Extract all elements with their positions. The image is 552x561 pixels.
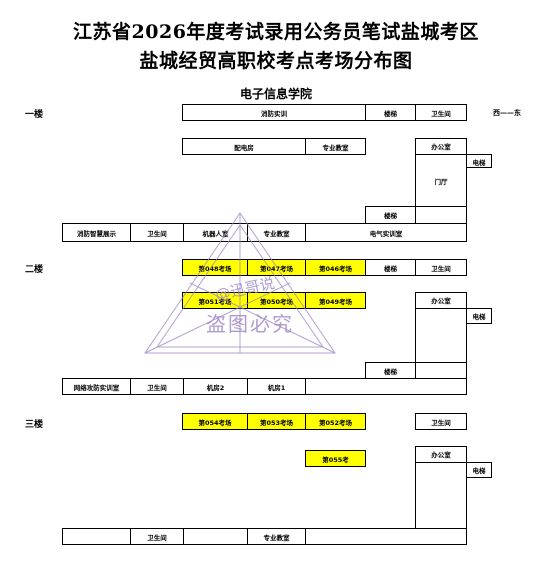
f2-lobby — [415, 308, 467, 363]
exam-room-052: 第052考场 — [305, 413, 366, 430]
f3-toilet-south: 卫生间 — [130, 528, 184, 545]
exam-room-051: 第051考场 — [182, 292, 248, 309]
f2-machine-room-1: 机房1 — [247, 378, 306, 395]
exam-room-054: 第054考场 — [182, 413, 248, 430]
f2-elevator: 电梯 — [466, 308, 492, 324]
f3-corridor-line-east — [466, 462, 467, 529]
floor-2-label: 二楼 — [25, 265, 44, 275]
f1-fire-training: 消防实训 — [182, 104, 366, 121]
page-title: 江苏省2026年度考试录用公务员笔试盐城考区 — [73, 21, 479, 43]
f2-toilet-west: 卫生间 — [130, 378, 184, 395]
exam-room-053: 第053考场 — [247, 413, 306, 430]
f1-toilet-west: 卫生间 — [130, 223, 184, 242]
f1-fire-display: 消防智慧展示 — [62, 223, 131, 242]
f2-corner-block — [415, 362, 467, 379]
exam-room-047: 第047考场 — [247, 259, 306, 276]
f1-classroom-south: 专业教室 — [247, 223, 306, 242]
f1-corner-block — [415, 206, 467, 224]
exam-room-046: 第046考场 — [305, 259, 366, 276]
f1-stairs-lower: 楼梯 — [365, 206, 416, 224]
f2-machine-room-2: 机房2 — [183, 378, 248, 395]
compass-label: 西——东 — [493, 108, 521, 117]
f2-stairs-east: 楼梯 — [365, 259, 416, 276]
f3-south-block — [305, 528, 467, 545]
building-name: 电子信息学院 — [239, 87, 312, 101]
f2-network-lab: 网络攻防实训室 — [62, 378, 131, 395]
f1-elevator: 电梯 — [466, 154, 492, 168]
f3-south-room-1 — [62, 528, 131, 545]
f1-toilet-east: 卫生间 — [415, 104, 467, 121]
f1-office: 办公室 — [415, 138, 467, 155]
f1-power-room: 配电房 — [182, 138, 306, 155]
f2-office: 办公室 — [415, 292, 467, 309]
exam-room-055: 第055考 — [305, 450, 366, 467]
f1-robot-room: 机器人室 — [183, 223, 248, 242]
floor-3-label: 三楼 — [25, 420, 44, 430]
page-subtitle: 盐城经贸高职校考点考场分布图 — [139, 50, 413, 72]
exam-room-048: 第048考场 — [182, 259, 248, 276]
f3-toilet-east: 卫生间 — [415, 413, 467, 430]
f3-corridor-line — [415, 462, 416, 529]
f3-elevator: 电梯 — [466, 462, 492, 478]
f2-south-block — [305, 378, 467, 395]
f3-south-room-2 — [183, 528, 248, 545]
f3-office: 办公室 — [415, 446, 467, 463]
f2-toilet-east: 卫生间 — [415, 259, 467, 276]
f1-electric-lab: 电气实训室 — [305, 223, 467, 242]
exam-room-049: 第049考场 — [305, 292, 366, 309]
f2-stairs-lower: 楼梯 — [365, 362, 416, 379]
f1-classroom: 专业教室 — [305, 138, 366, 155]
f1-lobby: 门厅 — [415, 154, 467, 207]
f3-classroom-south: 专业教室 — [247, 528, 306, 545]
watermark-text-2: 盗图必究 — [206, 312, 294, 336]
f1-stairs-east: 楼梯 — [365, 104, 416, 121]
floor-1-label: 一楼 — [25, 110, 44, 120]
exam-room-050: 第050考场 — [247, 292, 306, 309]
